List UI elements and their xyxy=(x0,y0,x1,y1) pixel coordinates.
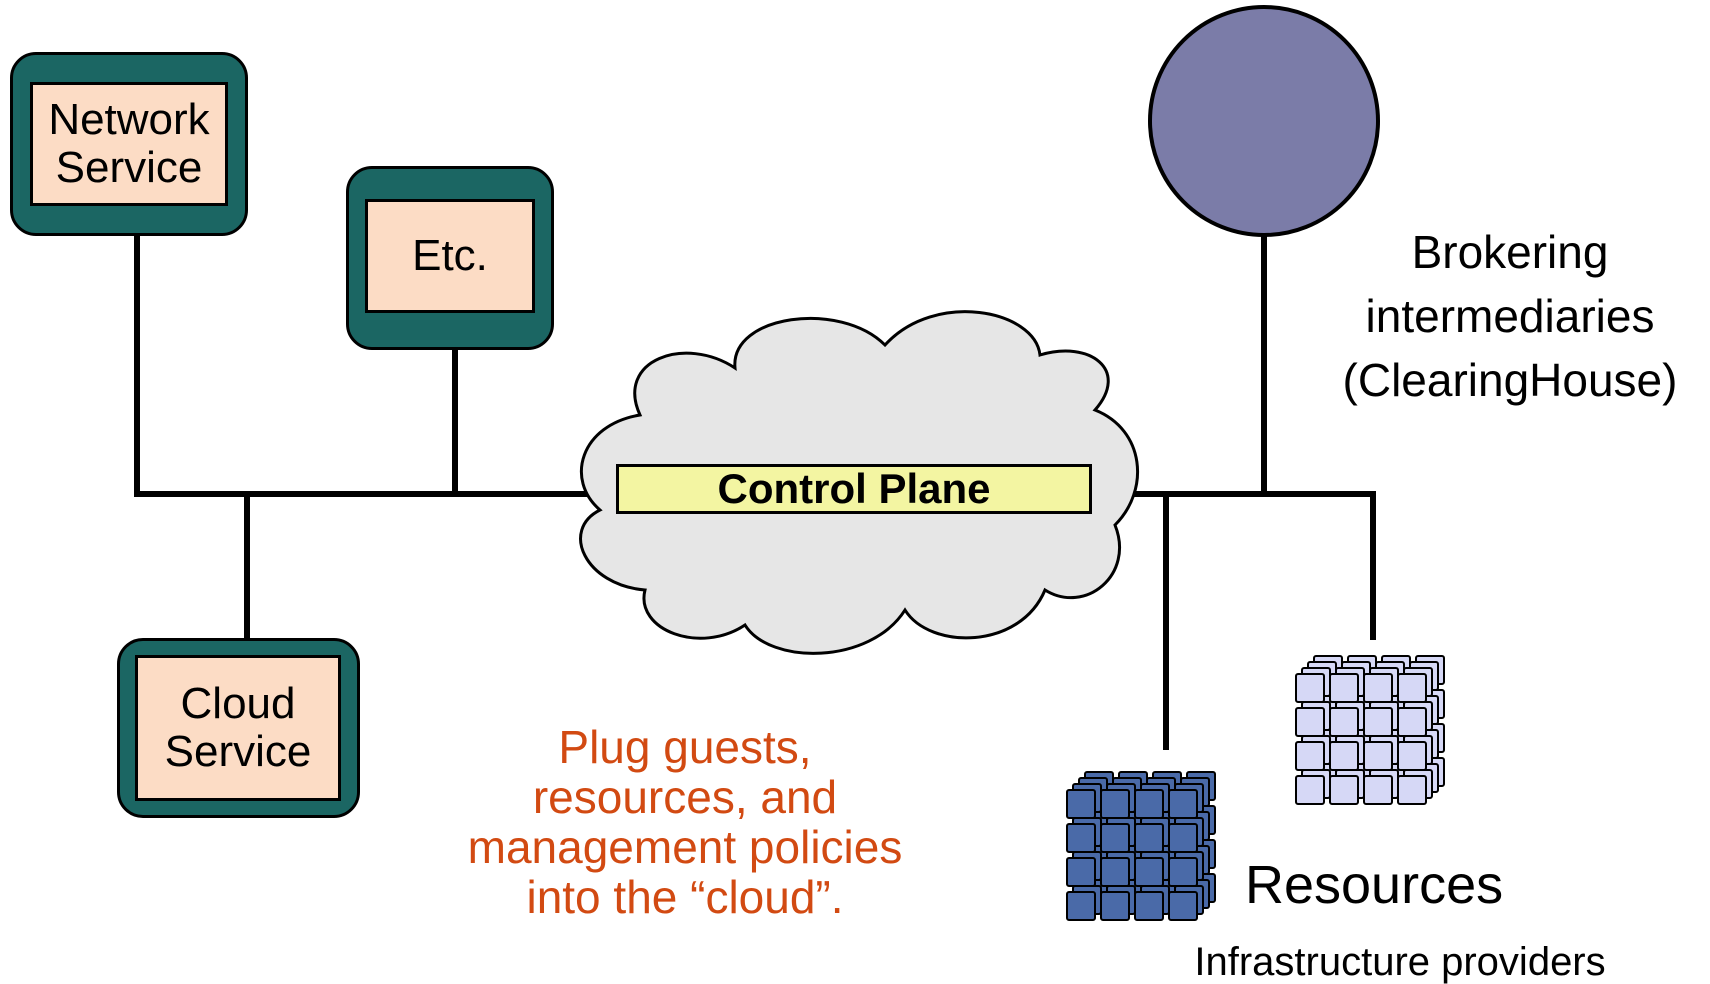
etc-label: Etc. xyxy=(365,199,535,313)
resource-cell xyxy=(1168,891,1198,921)
resource-cell xyxy=(1397,775,1427,805)
resource-cell xyxy=(1329,673,1359,703)
cloud-service-label: Cloud Service xyxy=(135,655,341,801)
resource-cell xyxy=(1397,741,1427,771)
resource-cell xyxy=(1363,741,1393,771)
caption-text: Plug guests, resources, and management p… xyxy=(467,721,903,923)
resource-cell xyxy=(1329,707,1359,737)
resource-cell xyxy=(1066,857,1096,887)
resource-cell xyxy=(1066,789,1096,819)
resource-cell xyxy=(1168,857,1198,887)
resource-cell xyxy=(1066,823,1096,853)
resource-cell xyxy=(1295,707,1325,737)
resource-cell xyxy=(1066,891,1096,921)
resource-cell xyxy=(1134,891,1164,921)
network-service-label: Network Service xyxy=(30,82,228,206)
resource-cluster-dark-icon xyxy=(1066,771,1216,921)
resource-cell xyxy=(1100,823,1130,853)
resource-cell xyxy=(1168,823,1198,853)
broker-circle xyxy=(1148,5,1380,237)
resource-cell xyxy=(1363,673,1393,703)
resource-cell xyxy=(1329,741,1359,771)
resource-cell xyxy=(1295,775,1325,805)
resource-cell xyxy=(1168,789,1198,819)
control-plane-label: Control Plane xyxy=(616,464,1092,514)
resource-cell xyxy=(1295,673,1325,703)
resource-cell xyxy=(1134,823,1164,853)
resource-cell xyxy=(1100,891,1130,921)
broker-label: Brokering intermediaries (ClearingHouse) xyxy=(1342,226,1678,406)
resource-cell xyxy=(1100,789,1130,819)
resources-label: Resources xyxy=(1245,855,1504,915)
resource-cell xyxy=(1329,775,1359,805)
resource-cell xyxy=(1134,857,1164,887)
infrastructure-providers-label: Infrastructure providers xyxy=(1194,940,1606,984)
resource-cell xyxy=(1397,673,1427,703)
network-service-node: Network Service xyxy=(10,52,248,236)
resource-cluster-light-icon xyxy=(1295,655,1445,805)
etc-node: Etc. xyxy=(346,166,554,350)
resource-cell xyxy=(1363,707,1393,737)
resource-cell xyxy=(1295,741,1325,771)
cloud-service-node: Cloud Service xyxy=(117,638,360,818)
resource-cell xyxy=(1363,775,1393,805)
resource-cell xyxy=(1134,789,1164,819)
connector-lines xyxy=(134,230,1376,750)
resource-cell xyxy=(1397,707,1427,737)
resource-cell xyxy=(1100,857,1130,887)
